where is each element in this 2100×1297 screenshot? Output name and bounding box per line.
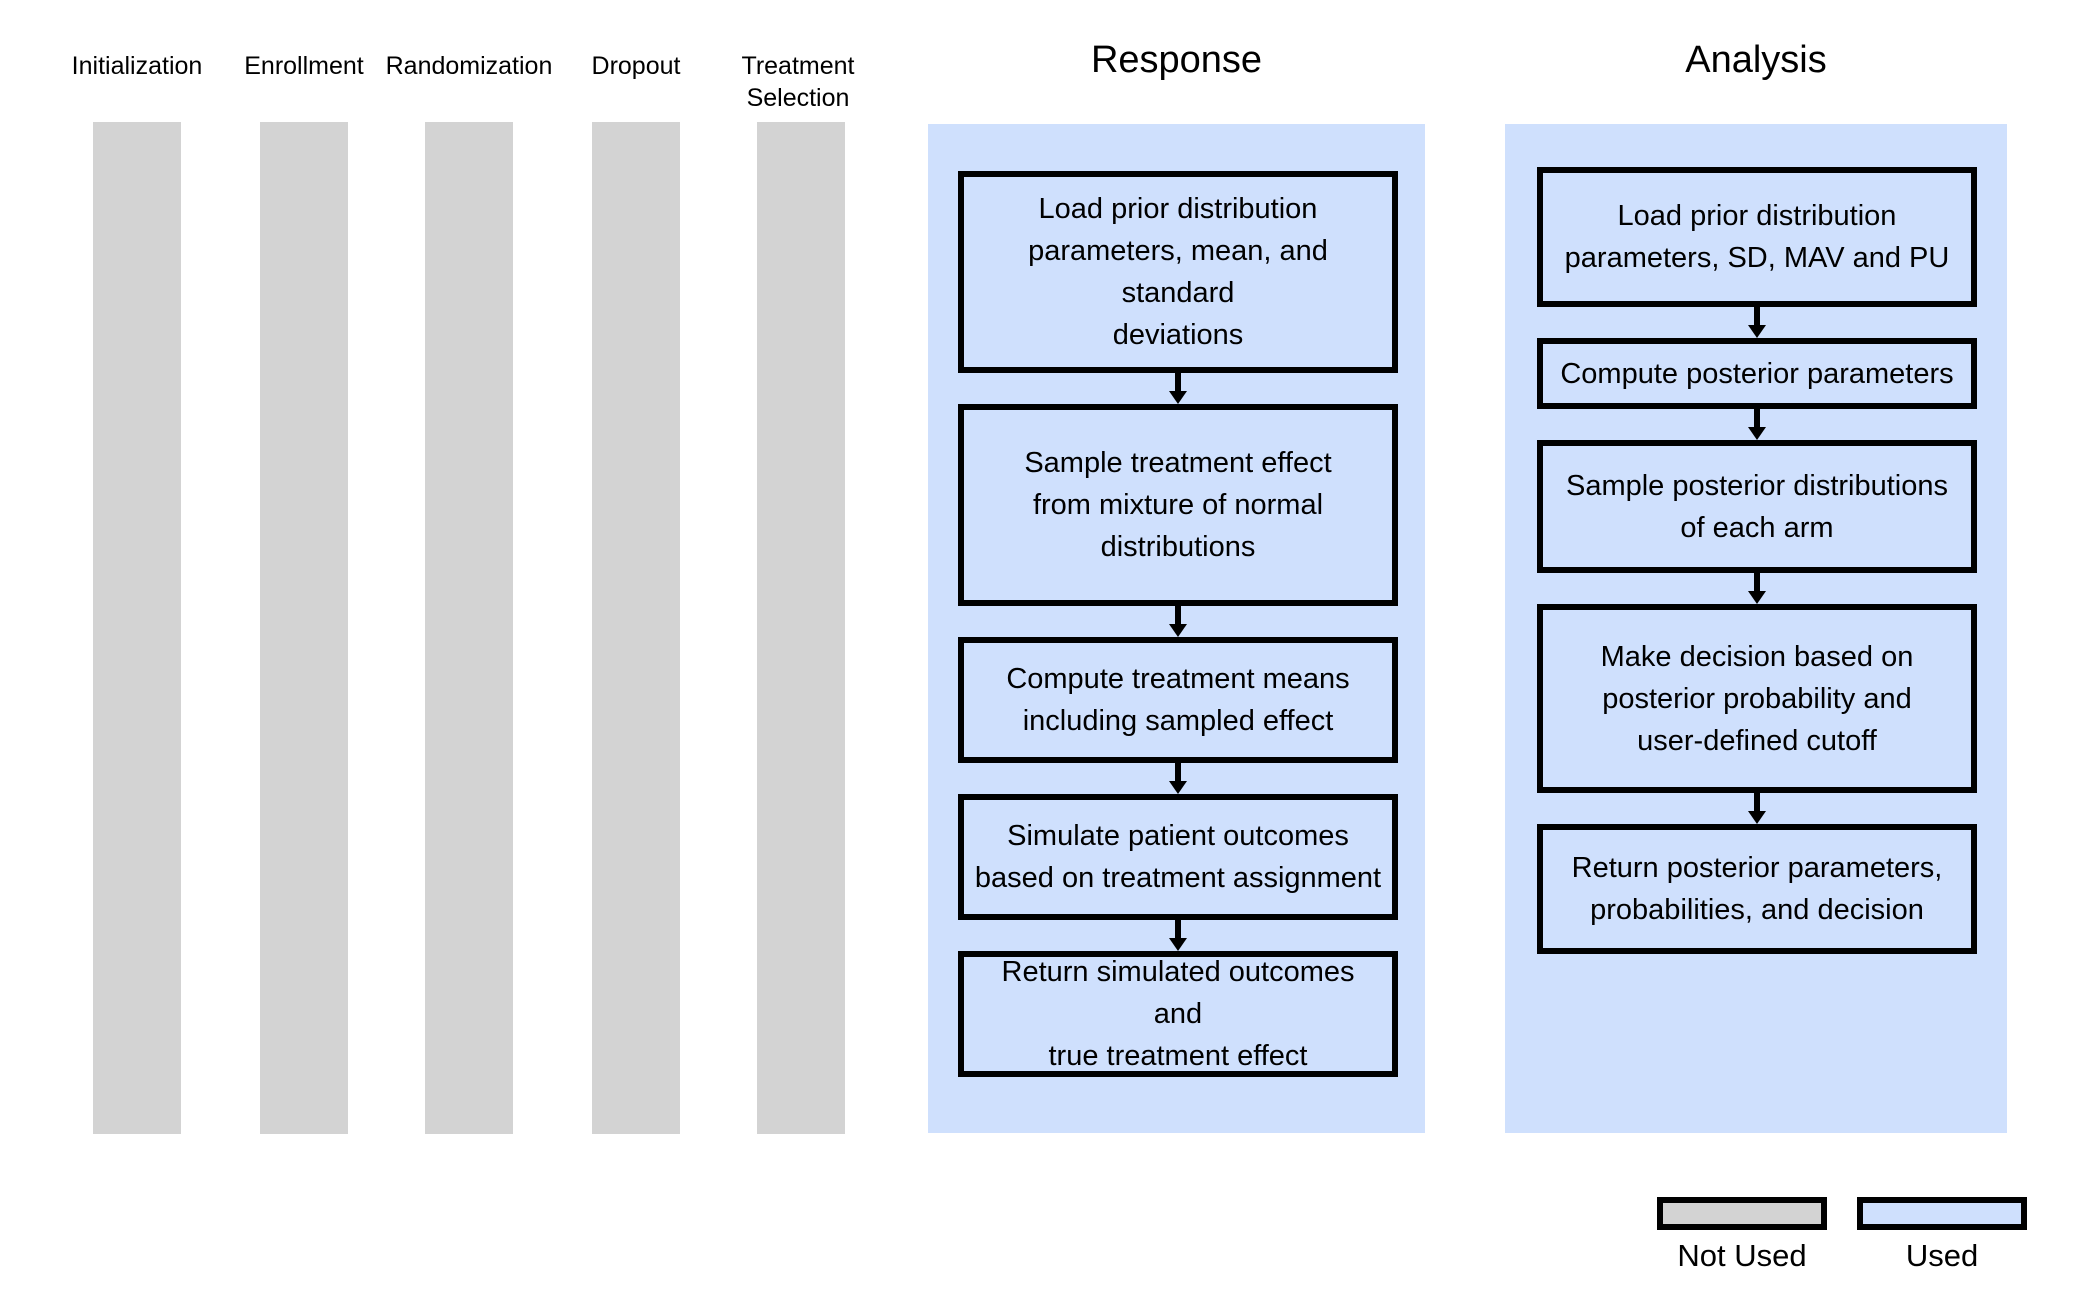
- response-arrow-1: [1165, 373, 1191, 405]
- stage-label-enrollment: Enrollment: [244, 52, 364, 80]
- stage-label-initialization: Initialization: [71, 52, 203, 80]
- analysis-arrow-4: [1744, 793, 1770, 825]
- response-step-1: Load prior distribution parameters, mean…: [958, 171, 1398, 373]
- analysis-arrow-1: [1744, 307, 1770, 339]
- response-step-2: Sample treatment effect from mixture of …: [958, 404, 1398, 606]
- analysis-step-4: Make decision based on posterior probabi…: [1537, 604, 1977, 793]
- stage-column-treatment-selection: [757, 122, 845, 1134]
- response-step-5: Return simulated outcomes and true treat…: [958, 951, 1398, 1077]
- legend-swatch-not-used: [1657, 1197, 1827, 1230]
- response-step-3: Compute treatment means including sample…: [958, 637, 1398, 763]
- response-arrow-3: [1165, 763, 1191, 795]
- analysis-step-5: Return posterior parameters, probabiliti…: [1537, 824, 1977, 954]
- analysis-step-2: Compute posterior parameters: [1537, 338, 1977, 409]
- panel-title-analysis: Analysis: [1685, 39, 1827, 81]
- stage-label-treatment-selection: Treatment Selection: [741, 52, 855, 112]
- legend-label-not-used: Not Used: [1677, 1238, 1807, 1273]
- stage-column-dropout: [592, 122, 680, 1134]
- panel-title-response: Response: [1090, 39, 1263, 81]
- stage-label-dropout: Dropout: [591, 52, 681, 80]
- legend-swatch-used: [1857, 1197, 2027, 1230]
- legend-label-used: Used: [1905, 1238, 1979, 1273]
- stage-label-randomization: Randomization: [385, 52, 553, 80]
- stage-column-initialization: [93, 122, 181, 1134]
- response-step-4: Simulate patient outcomes based on treat…: [958, 794, 1398, 920]
- response-arrow-4: [1165, 920, 1191, 952]
- analysis-arrow-3: [1744, 573, 1770, 605]
- analysis-step-3: Sample posterior distributions of each a…: [1537, 440, 1977, 573]
- analysis-step-1: Load prior distribution parameters, SD, …: [1537, 167, 1977, 307]
- stage-column-randomization: [425, 122, 513, 1134]
- response-arrow-2: [1165, 606, 1191, 638]
- analysis-arrow-2: [1744, 409, 1770, 441]
- stage-column-enrollment: [260, 122, 348, 1134]
